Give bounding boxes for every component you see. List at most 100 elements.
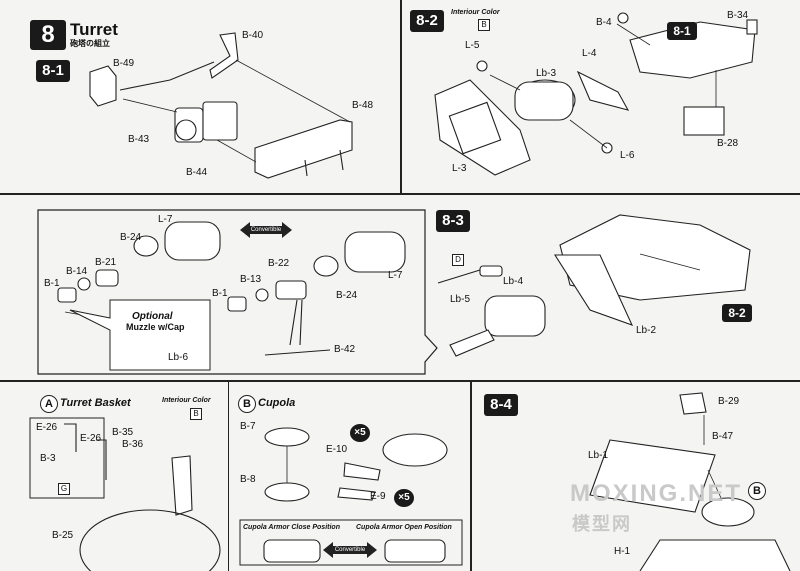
convertible-arrows xyxy=(240,222,377,558)
part-b49 xyxy=(89,65,117,107)
basket-color-code-g: G xyxy=(58,483,70,495)
divider-top-horizontal xyxy=(0,193,800,195)
part-e10 xyxy=(343,462,381,481)
part-mantlet xyxy=(484,295,546,337)
label-b8: B-8 xyxy=(240,474,256,485)
part-b25 xyxy=(79,509,221,571)
label-lb4: Lb-4 xyxy=(503,276,524,287)
part-b28 xyxy=(683,106,725,136)
step-title: Turret xyxy=(70,20,118,39)
part-lb4 xyxy=(479,265,503,277)
label-lb3: Lb-3 xyxy=(536,68,557,79)
label-l3: L-3 xyxy=(452,163,467,174)
watermark-cjk: 模型网 xyxy=(572,514,632,534)
part-e9 xyxy=(337,487,376,501)
convertible-label-top: Convertible xyxy=(250,227,282,233)
cupola-title: Cupola xyxy=(258,397,296,409)
divider-top-vertical xyxy=(400,0,402,195)
label-l4: L-4 xyxy=(582,48,597,59)
label-b28: B-28 xyxy=(717,138,739,149)
label-lb6: Lb-6 xyxy=(168,352,189,363)
label-b7: B-7 xyxy=(240,421,256,432)
times-five-bottom: ×5 xyxy=(394,489,414,507)
label-e26-b: E-26 xyxy=(80,433,102,444)
label-b1-left: B-1 xyxy=(44,278,60,289)
badge-8-4: 8-4 xyxy=(484,394,518,416)
step-subtitle: 砲塔の組立 xyxy=(70,39,110,48)
label-b22: B-22 xyxy=(268,258,290,269)
badge-ref-8-2: 8-2 xyxy=(722,304,752,322)
part-l4 xyxy=(576,70,630,111)
interior-color-note: Interiour Color xyxy=(451,9,500,16)
label-lb2: Lb-2 xyxy=(636,325,657,336)
label-e9: E-9 xyxy=(370,491,386,502)
label-l7-left: L-7 xyxy=(158,214,173,225)
part-b-cupola xyxy=(701,497,755,527)
label-b42: B-42 xyxy=(334,344,356,355)
gun-subassembly-box xyxy=(37,209,438,375)
label-lb5: Lb-5 xyxy=(450,294,471,305)
optional-subtitle: Muzzle w/Cap xyxy=(126,322,185,332)
part-lb1 xyxy=(589,439,716,513)
basket-title: Turret Basket xyxy=(60,397,131,409)
label-b13: B-13 xyxy=(240,274,262,285)
label-b44: B-44 xyxy=(186,167,208,178)
label-h1: H-1 xyxy=(614,546,631,557)
label-b29: B-29 xyxy=(718,396,740,407)
divider-bottom-mid xyxy=(470,382,472,571)
step-number: 8 xyxy=(30,20,66,50)
label-l5: L-5 xyxy=(465,40,480,51)
part-b40 xyxy=(209,32,239,79)
divider-bottom-horizontal xyxy=(0,380,800,382)
label-b3: B-3 xyxy=(40,453,56,464)
part-lb2 xyxy=(553,254,634,326)
label-b21: B-21 xyxy=(95,257,117,268)
part-b8 xyxy=(264,482,310,502)
part-b7 xyxy=(264,427,310,447)
part-b29 xyxy=(679,392,707,415)
cupola-close-position: Cupola Armor Close Position xyxy=(243,524,340,531)
basket-color-code-b: B xyxy=(190,408,202,420)
part-8-1-assembly xyxy=(629,21,756,79)
label-b47: B-47 xyxy=(712,431,734,442)
label-b43: B-43 xyxy=(128,134,150,145)
part-b48 xyxy=(254,119,353,179)
basket-letter: A xyxy=(40,395,58,413)
cupola-open-position: Cupola Armor Open Position xyxy=(356,524,452,531)
divider-bottom-left xyxy=(228,382,229,571)
part-lb5 xyxy=(437,269,481,284)
label-b25: B-25 xyxy=(52,530,74,541)
label-l6: L-6 xyxy=(620,150,635,161)
label-b24-right: B-24 xyxy=(336,290,358,301)
label-b1-right: B-1 xyxy=(212,288,228,299)
label-e26-a: E-26 xyxy=(36,422,58,433)
badge-8-3: 8-3 xyxy=(436,210,470,232)
label-b40: B-40 xyxy=(242,30,264,41)
part-b42 xyxy=(264,299,331,356)
part-l7-left xyxy=(164,221,221,261)
ref-b-circle: B xyxy=(748,482,766,500)
badge-8-2: 8-2 xyxy=(410,10,444,32)
badge-8-1: 8-1 xyxy=(36,60,70,82)
times-five-top: ×5 xyxy=(350,424,370,442)
part-b44 xyxy=(202,101,238,141)
label-e10: E-10 xyxy=(326,444,348,455)
part-h1 xyxy=(639,539,791,571)
color-code-d: D xyxy=(452,254,464,266)
label-b35: B-35 xyxy=(112,427,134,438)
label-b49: B-49 xyxy=(113,58,135,69)
label-b34: B-34 xyxy=(727,10,749,21)
label-b48: B-48 xyxy=(352,100,374,111)
optional-title: Optional xyxy=(132,311,173,322)
color-code-b-top: B xyxy=(478,19,490,31)
part-l7-right xyxy=(344,231,406,273)
badge-ref-8-1: 8-1 xyxy=(667,22,697,40)
label-lb1: Lb-1 xyxy=(588,450,609,461)
watermark-latin: MOXING.NET xyxy=(570,480,743,507)
label-l7-right: L-7 xyxy=(388,270,403,281)
basket-interior-color: Interiour Color xyxy=(162,397,211,404)
cupola-letter: B xyxy=(238,395,256,413)
label-b24-left: B-24 xyxy=(120,232,142,243)
cupola-convertible-label: Convertible xyxy=(334,547,366,553)
